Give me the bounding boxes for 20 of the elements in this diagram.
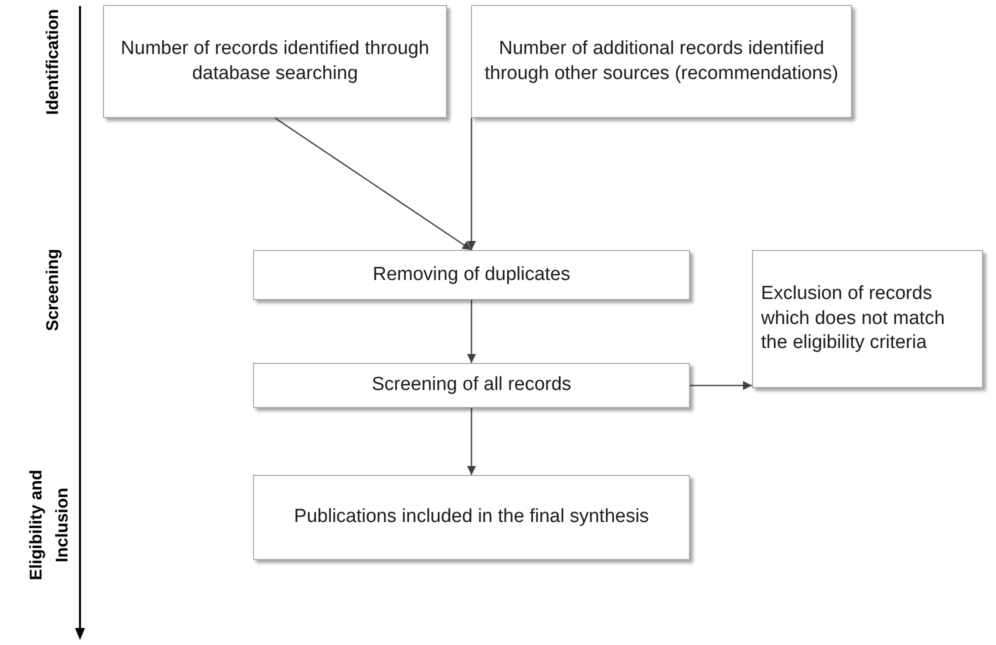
process-box bbox=[103, 5, 447, 118]
phase-label: Identification bbox=[42, 8, 63, 117]
box-text: Number of additional records identified through other sources (recommendations) bbox=[484, 36, 840, 86]
box-text: Publications included in the final synthesis bbox=[294, 505, 649, 530]
phase-label: Eligibility and Inclusion bbox=[26, 468, 73, 582]
process-box bbox=[253, 363, 690, 408]
box-text: Number of records identified through database searching bbox=[120, 36, 430, 86]
box-text: Removing of duplicates bbox=[372, 262, 570, 287]
phase-label: Screening bbox=[42, 248, 63, 334]
process-box bbox=[253, 475, 690, 560]
arrow bbox=[467, 118, 476, 250]
arrow bbox=[467, 408, 476, 475]
arrow bbox=[274, 117, 472, 251]
arrow bbox=[690, 381, 752, 390]
process-box bbox=[471, 5, 852, 118]
arrow bbox=[467, 300, 476, 363]
box-text: Exclusion of records which does not match the eligibility criteria bbox=[761, 282, 946, 356]
box-text: Screening of all records bbox=[372, 373, 572, 398]
process-box bbox=[752, 250, 983, 388]
process-box bbox=[253, 250, 690, 300]
